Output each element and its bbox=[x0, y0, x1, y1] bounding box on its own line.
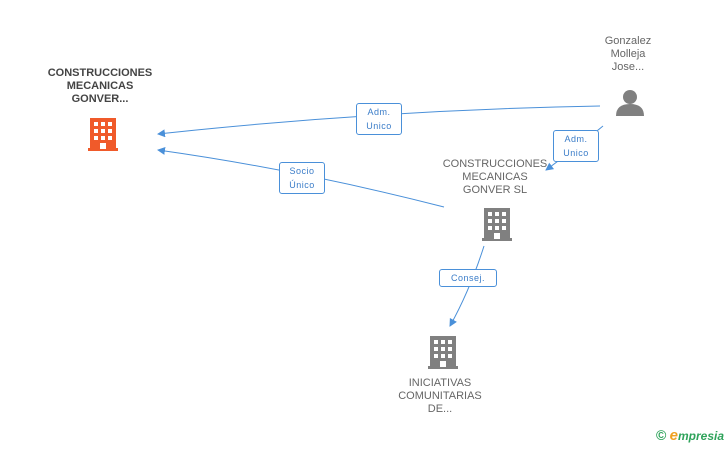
main-company-label[interactable]: CONSTRUCCIONES MECANICAS GONVER... bbox=[47, 67, 153, 105]
person-icon[interactable] bbox=[616, 90, 644, 116]
brand-footer: © empresia bbox=[656, 427, 724, 444]
copyright-symbol: © bbox=[655, 427, 667, 443]
person-label[interactable]: Gonzalez Molleja Jose... bbox=[604, 35, 652, 73]
edge-label-adm-unico-main: Adm. Unico bbox=[356, 103, 402, 135]
edge-label-consej: Consej. bbox=[439, 269, 497, 287]
brand-logo: empresia bbox=[669, 427, 724, 444]
building-icon[interactable] bbox=[482, 208, 512, 241]
edge-label-socio-unico: Socio Único bbox=[279, 162, 325, 194]
edge-label-adm-unico-sl: Adm. Unico bbox=[553, 130, 599, 162]
building-icon[interactable] bbox=[428, 336, 458, 369]
iniciativas-label[interactable]: INICIATIVAS COMUNITARIAS DE... bbox=[398, 377, 482, 415]
company-sl-label[interactable]: CONSTRUCCIONES MECANICAS GONVER SL bbox=[442, 158, 548, 196]
building-icon[interactable] bbox=[88, 118, 118, 151]
edge-consej bbox=[449, 245, 485, 327]
